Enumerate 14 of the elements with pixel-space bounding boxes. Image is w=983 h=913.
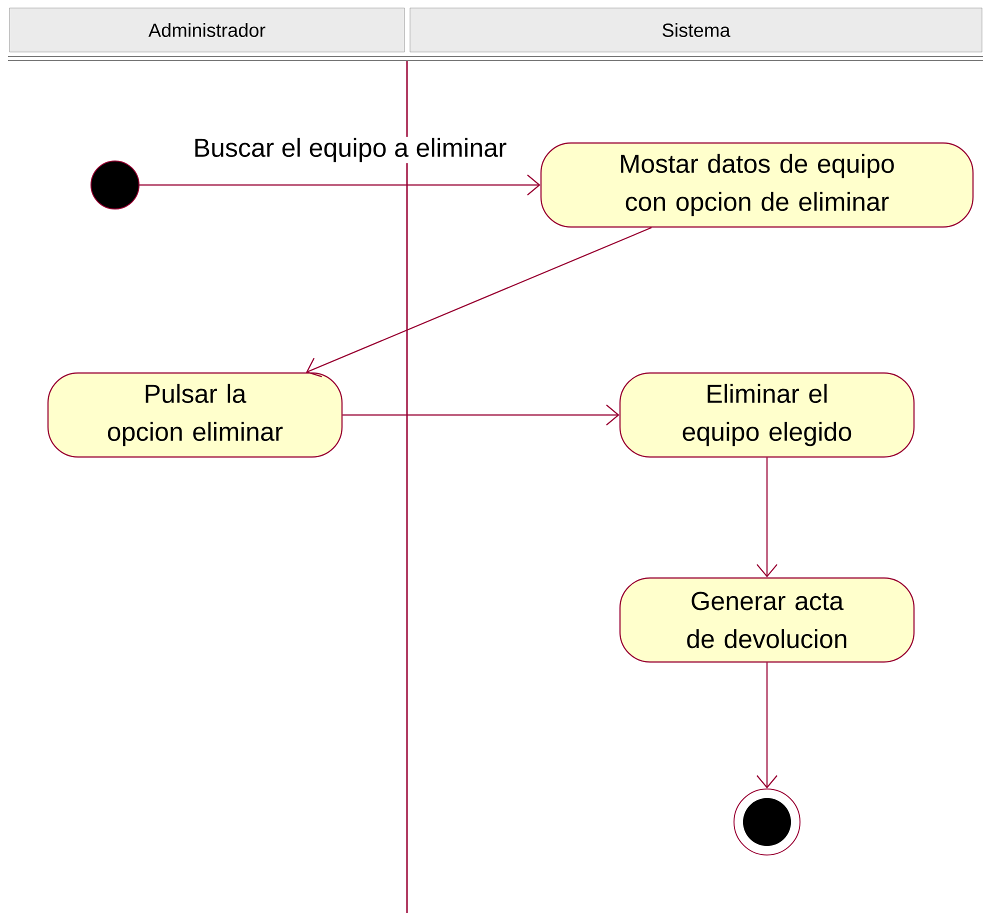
activity-box: Mostar datos de equipo con opcion de eliminar [540,142,974,228]
start-dot [90,160,140,210]
arrow [756,458,778,578]
activity-box: Generar acta de devolucion [619,577,915,663]
arrow [306,227,652,378]
end-dot [734,788,800,856]
arrow [140,174,540,196]
lane-header: Sistema [410,8,982,52]
activity-box: Pulsar la opcion eliminar [47,372,343,458]
edge-label: Buscar el equipo a eliminar [192,136,508,164]
arrow [756,662,778,788]
lane-header: Administrador [9,8,405,52]
activity-box: Eliminar el equipo elegido [619,372,915,458]
arrow [342,404,620,426]
